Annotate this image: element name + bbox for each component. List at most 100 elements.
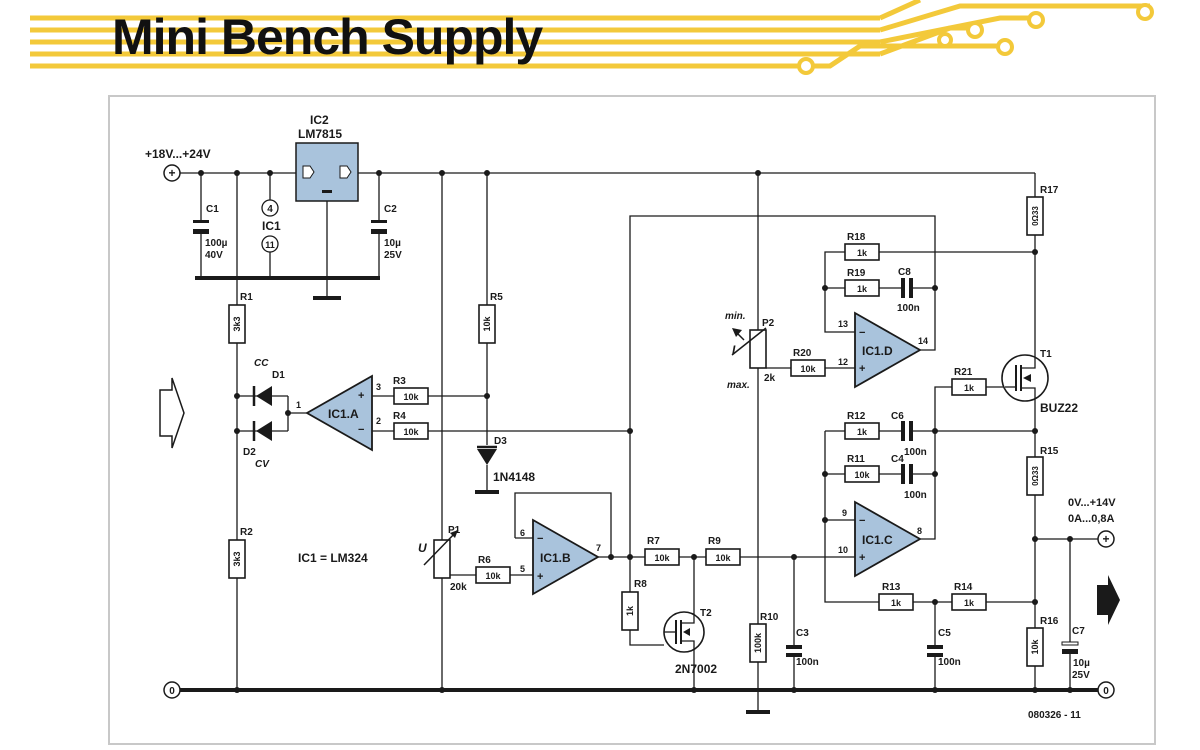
svg-text:+: +	[859, 363, 865, 375]
r19-label: R19	[847, 268, 866, 279]
ic1a-opamp	[305, 374, 373, 452]
ic1b-opamp	[532, 518, 600, 596]
svg-text:3k3: 3k3	[232, 551, 242, 566]
ic1d-label: IC1.D	[862, 344, 893, 358]
p1-value: 20k	[450, 582, 467, 593]
cv-label: CV	[255, 459, 270, 470]
t1-label: T1	[1040, 349, 1052, 360]
c2-voltage: 25V	[384, 250, 402, 261]
p2-value: 2k	[764, 373, 776, 384]
c2-value: 10µ	[384, 238, 401, 249]
c7-label: C7	[1072, 626, 1085, 637]
header-banner: Mini Bench Supply	[0, 0, 1200, 85]
c2-label: C2	[384, 204, 397, 215]
c2-plate-icon	[371, 220, 387, 223]
d1-diode-icon	[256, 386, 272, 406]
pcb-trace-decoration	[30, 0, 1154, 75]
ic1b-label: IC1.B	[540, 551, 571, 565]
r4-label: R4	[393, 411, 406, 422]
c4-value: 100n	[904, 490, 927, 501]
page-title: Mini Bench Supply	[112, 9, 543, 65]
svg-text:1k: 1k	[964, 383, 975, 393]
svg-text:1k: 1k	[857, 284, 868, 294]
t2-part: 2N7002	[675, 662, 717, 676]
r5-label: R5	[490, 292, 503, 303]
svg-text:+: +	[859, 552, 865, 564]
output-plus-terminal: +	[1097, 530, 1115, 548]
svg-text:100k: 100k	[753, 632, 763, 653]
ic2-regulator	[295, 142, 359, 202]
input-plus-terminal: +	[163, 164, 181, 182]
svg-text:2: 2	[376, 416, 381, 426]
d3-label: D3	[494, 436, 507, 447]
d2-diode-icon	[256, 421, 272, 441]
r7-label: R7	[647, 536, 660, 547]
input-voltage-label: +18V...+24V	[145, 147, 211, 161]
svg-text:+: +	[1102, 532, 1109, 546]
schematic-panel	[108, 95, 1156, 745]
svg-text:1k: 1k	[891, 598, 902, 608]
d1-label: D1	[272, 370, 285, 381]
svg-text:10: 10	[838, 545, 848, 555]
svg-text:1k: 1k	[857, 248, 868, 258]
c7-value: 10µ	[1073, 658, 1090, 669]
p1-label: P1	[448, 525, 461, 536]
svg-text:6: 6	[520, 528, 525, 538]
r16-label: R16	[1040, 616, 1059, 627]
svg-text:14: 14	[918, 336, 928, 346]
svg-text:−: −	[859, 327, 865, 339]
r21-label: R21	[954, 367, 973, 378]
svg-text:5: 5	[520, 564, 525, 574]
max-label: max.	[727, 380, 750, 391]
c8-value: 100n	[897, 303, 920, 314]
ic1c-opamp	[854, 500, 922, 578]
svg-text:10k: 10k	[485, 571, 501, 581]
svg-text:10k: 10k	[403, 427, 419, 437]
svg-text:3k3: 3k3	[232, 316, 242, 331]
svg-text:0Ω33: 0Ω33	[1031, 466, 1040, 486]
cc-label: CC	[254, 358, 269, 369]
r8-label: R8	[634, 579, 647, 590]
svg-text:7: 7	[596, 543, 601, 553]
c3-plate-icon	[786, 645, 802, 649]
c7-plate-icon	[1061, 641, 1079, 646]
output-voltage-label: 0V...+14V	[1068, 497, 1116, 509]
svg-text:9: 9	[842, 508, 847, 518]
r2-label: R2	[240, 527, 253, 538]
c6-value: 100n	[904, 447, 927, 458]
p2-potentiometer	[749, 329, 767, 369]
output-arrow-icon	[1097, 575, 1120, 625]
r9-label: R9	[708, 536, 721, 547]
ic1-note: IC1 = LM324	[298, 551, 368, 565]
svg-text:10k: 10k	[715, 553, 731, 563]
svg-text:10k: 10k	[403, 392, 419, 402]
c4-plate-icon	[901, 464, 905, 484]
t1-transistor	[1001, 354, 1049, 402]
u-label: U	[418, 541, 427, 555]
t2-transistor	[663, 611, 705, 653]
ic2-label: IC2	[310, 113, 329, 127]
r13-label: R13	[882, 582, 901, 593]
c3-label: C3	[796, 628, 809, 639]
svg-text:10k: 10k	[854, 470, 870, 480]
c6-plate-icon	[901, 421, 905, 441]
t2-label: T2	[700, 608, 712, 619]
c5-value: 100n	[938, 657, 961, 668]
d3-diode-icon	[477, 449, 497, 465]
svg-text:1k: 1k	[857, 427, 868, 437]
c1-label: C1	[206, 204, 219, 215]
figure-reference: 080326 - 11	[1028, 710, 1081, 721]
c3-value: 100n	[796, 657, 819, 668]
c8-plate-icon	[901, 278, 905, 298]
svg-text:12: 12	[838, 357, 848, 367]
svg-text:4: 4	[267, 204, 273, 215]
p2-label: P2	[762, 318, 775, 329]
r20-label: R20	[793, 348, 812, 359]
c1-value: 100µ	[205, 238, 228, 249]
r18-label: R18	[847, 232, 866, 243]
c1-voltage: 40V	[205, 250, 223, 261]
ic1d-opamp	[854, 311, 922, 389]
svg-text:10k: 10k	[482, 316, 492, 332]
input-ground-terminal: 0	[163, 681, 181, 699]
